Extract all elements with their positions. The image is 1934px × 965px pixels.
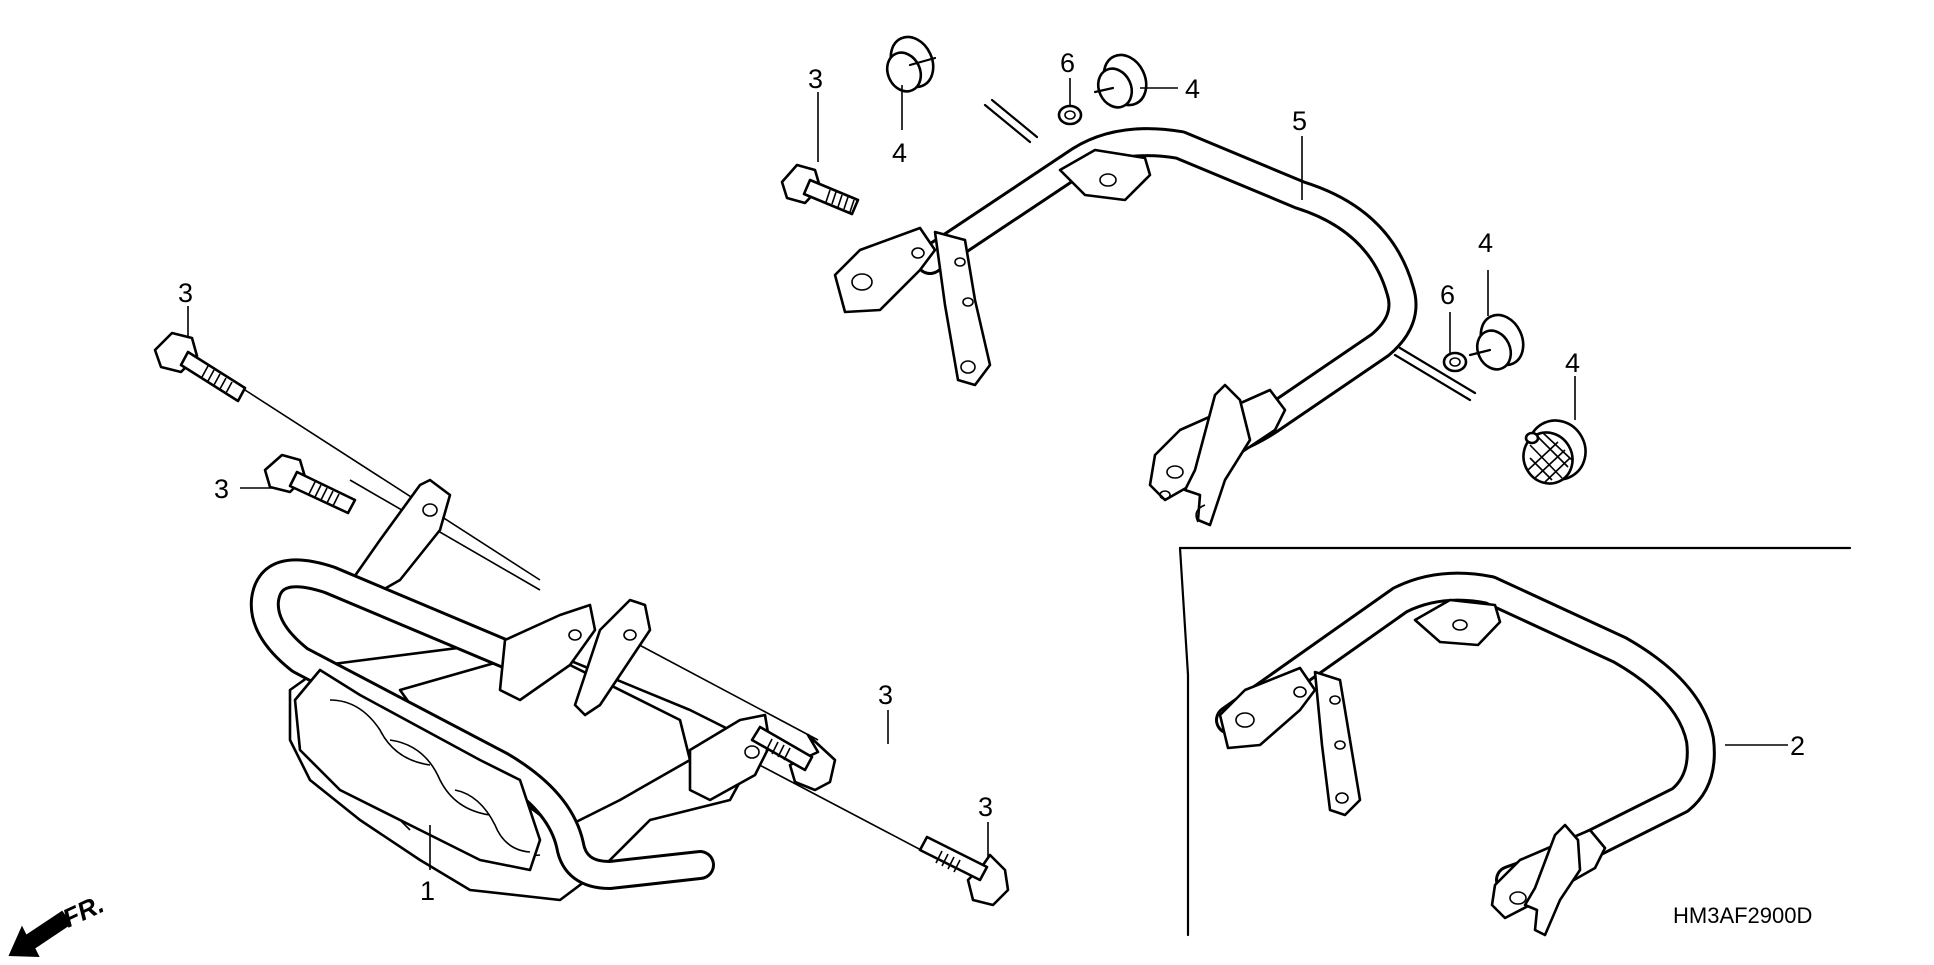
callout-labels: 1 2 3 3 3 3 3 4 4 4 4 5 6 6	[178, 48, 1805, 906]
bumper-bolts	[153, 331, 1010, 907]
callout-1: 1	[420, 876, 435, 906]
diagram-code: HM3AF2900D	[1673, 903, 1812, 928]
leader-lines	[187, 78, 1788, 870]
callout-2: 2	[1790, 731, 1805, 761]
callout-3-bottom-right: 3	[978, 792, 993, 822]
front-bumper-part-1	[244, 389, 941, 902]
front-direction-indicator: FR.	[8, 889, 109, 958]
callout-3-top: 3	[808, 64, 823, 94]
callout-3-left: 3	[214, 474, 229, 504]
callout-4-lower-right: 4	[1565, 348, 1580, 378]
inset-frame	[1178, 546, 1852, 937]
callout-4-right: 4	[1478, 228, 1493, 258]
callout-4-top-right: 4	[1185, 74, 1200, 104]
rear-carrier-frame-part-5	[833, 98, 1477, 527]
front-arrow-icon	[8, 910, 72, 958]
callout-3-upper-left: 3	[178, 278, 193, 308]
inset-carrier-part-2	[1215, 571, 1716, 937]
top-fasteners	[780, 35, 1587, 485]
callout-4-top-left: 4	[892, 138, 907, 168]
callout-6-right: 6	[1440, 280, 1455, 310]
callout-3-right: 3	[878, 680, 893, 710]
callout-6-top: 6	[1060, 48, 1075, 78]
callout-5: 5	[1292, 106, 1307, 136]
